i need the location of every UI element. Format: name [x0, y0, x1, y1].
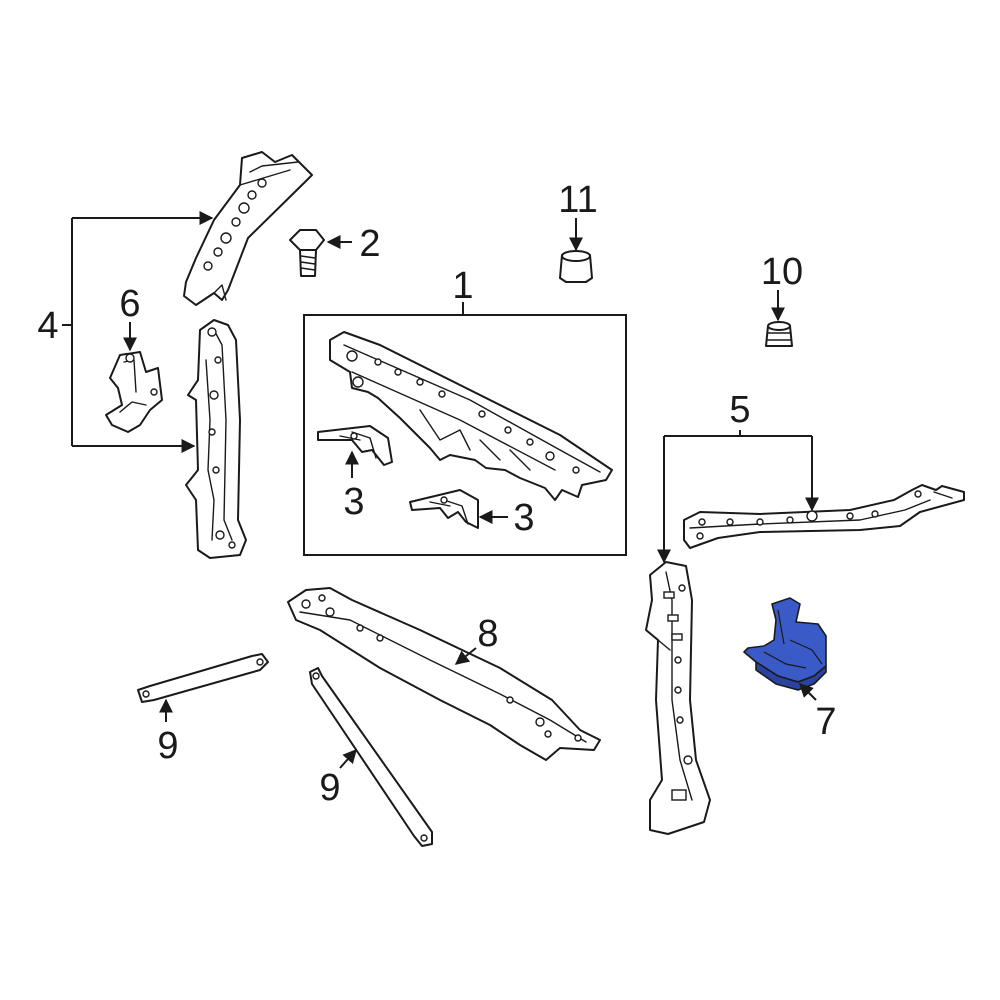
leader-lines	[62, 211, 819, 769]
brace-9-long[interactable]	[309, 667, 433, 847]
mount-cushion-11[interactable]	[559, 250, 593, 283]
callout-8: 8	[477, 613, 498, 655]
callout-3-right: 3	[513, 497, 534, 539]
callout-3-left: 3	[343, 481, 364, 523]
bracket-6[interactable]	[105, 351, 163, 433]
brace-9-short[interactable]	[137, 653, 269, 703]
callout-7: 7	[815, 701, 836, 743]
callout-4: 4	[37, 305, 58, 347]
callout-11: 11	[558, 179, 597, 221]
bolt-2[interactable]	[289, 229, 325, 277]
callout-9-right: 9	[319, 767, 340, 809]
right-radiator-support-side[interactable]	[645, 561, 711, 835]
callout-10: 10	[761, 251, 803, 293]
right-upper-reinforcement[interactable]	[683, 484, 965, 549]
callout-labels: 1 2 3 3 4 5 6 7 8 9 9 10 11	[37, 179, 836, 809]
left-radiator-support-side[interactable]	[185, 319, 247, 559]
callout-2: 2	[359, 223, 380, 265]
assembly-1-frame	[303, 314, 627, 556]
callout-9-left: 9	[157, 725, 178, 767]
bracket-3-right[interactable]	[409, 489, 479, 529]
upper-apron-reinforcement[interactable]	[183, 151, 313, 306]
callout-1: 1	[452, 265, 473, 307]
upper-tie-bar[interactable]	[329, 331, 613, 501]
bracket-7-highlighted[interactable]	[743, 597, 827, 691]
lower-tie-bar[interactable]	[287, 587, 601, 761]
callout-5: 5	[729, 389, 750, 431]
mount-insulator-10[interactable]	[765, 321, 793, 347]
bracket-3-left[interactable]	[317, 425, 393, 466]
callout-6: 6	[119, 283, 140, 325]
